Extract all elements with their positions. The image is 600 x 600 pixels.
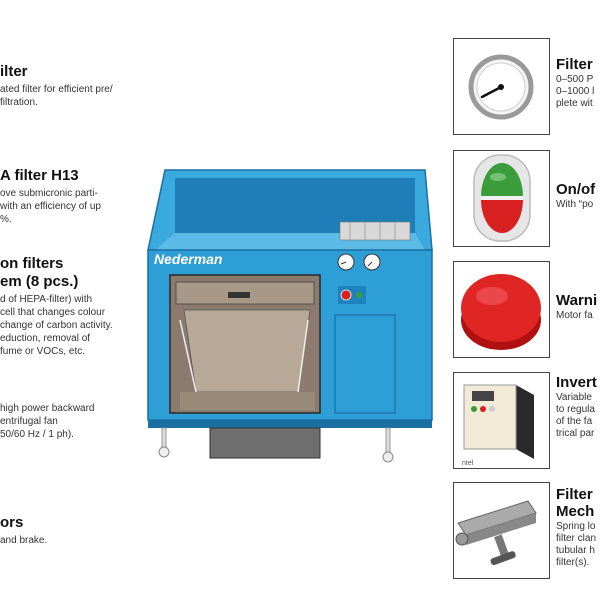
feature-title: on filters [0, 255, 64, 272]
feature-desc-line: tubular h [556, 545, 595, 556]
feature-desc-line: Variable [556, 392, 592, 403]
inverter-tag: ntel [462, 460, 474, 467]
pressure-gauge-icon [468, 54, 534, 120]
feature-desc-line: eduction, removal of [0, 333, 91, 344]
feature-desc-line: cell that changes colour [0, 307, 106, 318]
clamp-arm [297, 319, 309, 393]
feature-title: Filter [556, 486, 593, 503]
feature-desc-line: ated filter for efficient pre/ [0, 84, 113, 95]
feature-desc-line: ove submicronic parti- [0, 188, 98, 199]
inverter-unit-icon: ntel [462, 384, 534, 467]
stop-button-icon [340, 289, 352, 301]
feature-title: Warni [556, 292, 598, 309]
feature-desc-line: Motor fa [556, 310, 593, 321]
feature-desc-line: to regula [556, 404, 595, 415]
feature-desc-line: 0–500 P [556, 74, 594, 85]
on-off-button-icon [473, 154, 531, 242]
leg [161, 427, 167, 449]
filter-handle [228, 292, 250, 298]
feature-desc-line: of the fa [556, 416, 593, 427]
work-table-grid [339, 221, 411, 241]
brand-logo: Nederman [154, 251, 222, 267]
feature-desc-line: filtration. [0, 97, 38, 108]
feature-carbon-filters: on filters em (8 pcs.) d of HEPA-filter)… [0, 255, 113, 358]
feature-desc-line: high power backward [0, 403, 95, 414]
feature-inverter: Invert Variable to regula of the fa tric… [556, 374, 597, 440]
feature-desc-line: with an efficiency of up [0, 201, 101, 212]
feature-title: Filter [556, 56, 593, 73]
feature-box-on-off [453, 150, 550, 247]
feature-desc-line: change of carbon activity. [0, 320, 113, 331]
feature-desc-line: %. [0, 214, 12, 225]
filter-clamp-mechanism-icon [455, 500, 537, 566]
filter-tray [180, 392, 315, 410]
feature-title: Invert [556, 374, 597, 391]
machine-illustration: Nederman [147, 169, 433, 463]
machine-base [148, 420, 432, 428]
leg [385, 427, 391, 453]
feature-desc-line: Spring lo [556, 521, 596, 532]
feature-title: On/of [556, 181, 596, 198]
feature-desc-line: 50/60 Hz / 1 ph). [0, 429, 74, 440]
under-drawer [209, 427, 321, 459]
castor-wheel-icon [158, 446, 170, 458]
castor-wheel-icon [382, 451, 394, 463]
clamp-arm [179, 319, 197, 393]
feature-on-off: On/of With “po [556, 181, 595, 211]
side-door [334, 314, 396, 414]
feature-desc-line: filter(s). [556, 557, 590, 568]
feature-desc-line: d of HEPA-filter) with [0, 294, 93, 305]
feature-prefilter: ilter ated filter for efficient pre/ fil… [0, 63, 113, 109]
feature-filter-gauge: Filter 0–500 P 0–1000 l plete wit [556, 56, 594, 110]
feature-box-warning [453, 261, 550, 358]
feature-desc-line: With “po [556, 199, 594, 210]
feature-title-line2: em (8 pcs.) [0, 273, 79, 290]
on-button-icon [356, 292, 362, 298]
feature-warning: Warni Motor fa [556, 292, 597, 322]
feature-desc-line: filter clan [556, 533, 597, 544]
feature-fan: high power backward entrifugal fan 50/60… [0, 402, 95, 441]
feature-castors: ors and brake. [0, 514, 47, 547]
feature-title: ilter [0, 63, 28, 80]
feature-desc-line: plete wit [556, 98, 593, 109]
feature-box-filter-gauge [453, 38, 550, 135]
feature-title-line2: Mech [556, 503, 595, 520]
feature-desc-line: and brake. [0, 535, 48, 546]
feature-desc-line: trical par [556, 428, 595, 439]
feature-title: A filter H13 [0, 167, 79, 184]
feature-desc-line: 0–1000 l [556, 86, 595, 97]
feature-box-filter-mechanism [453, 482, 550, 579]
feature-box-inverter: ntel [453, 372, 550, 469]
feature-filter-mechanism: Filter Mech Spring lo filter clan tubula… [556, 486, 596, 569]
feature-desc-line: entrifugal fan [0, 416, 58, 427]
hepa-filter [183, 309, 311, 393]
feature-hepa-filter: A filter H13 ove submicronic parti- with… [0, 167, 101, 226]
emergency-stop-button-icon [461, 274, 541, 350]
feature-title: ors [0, 514, 24, 531]
feature-desc-line: fume or VOCs, etc. [0, 346, 86, 357]
